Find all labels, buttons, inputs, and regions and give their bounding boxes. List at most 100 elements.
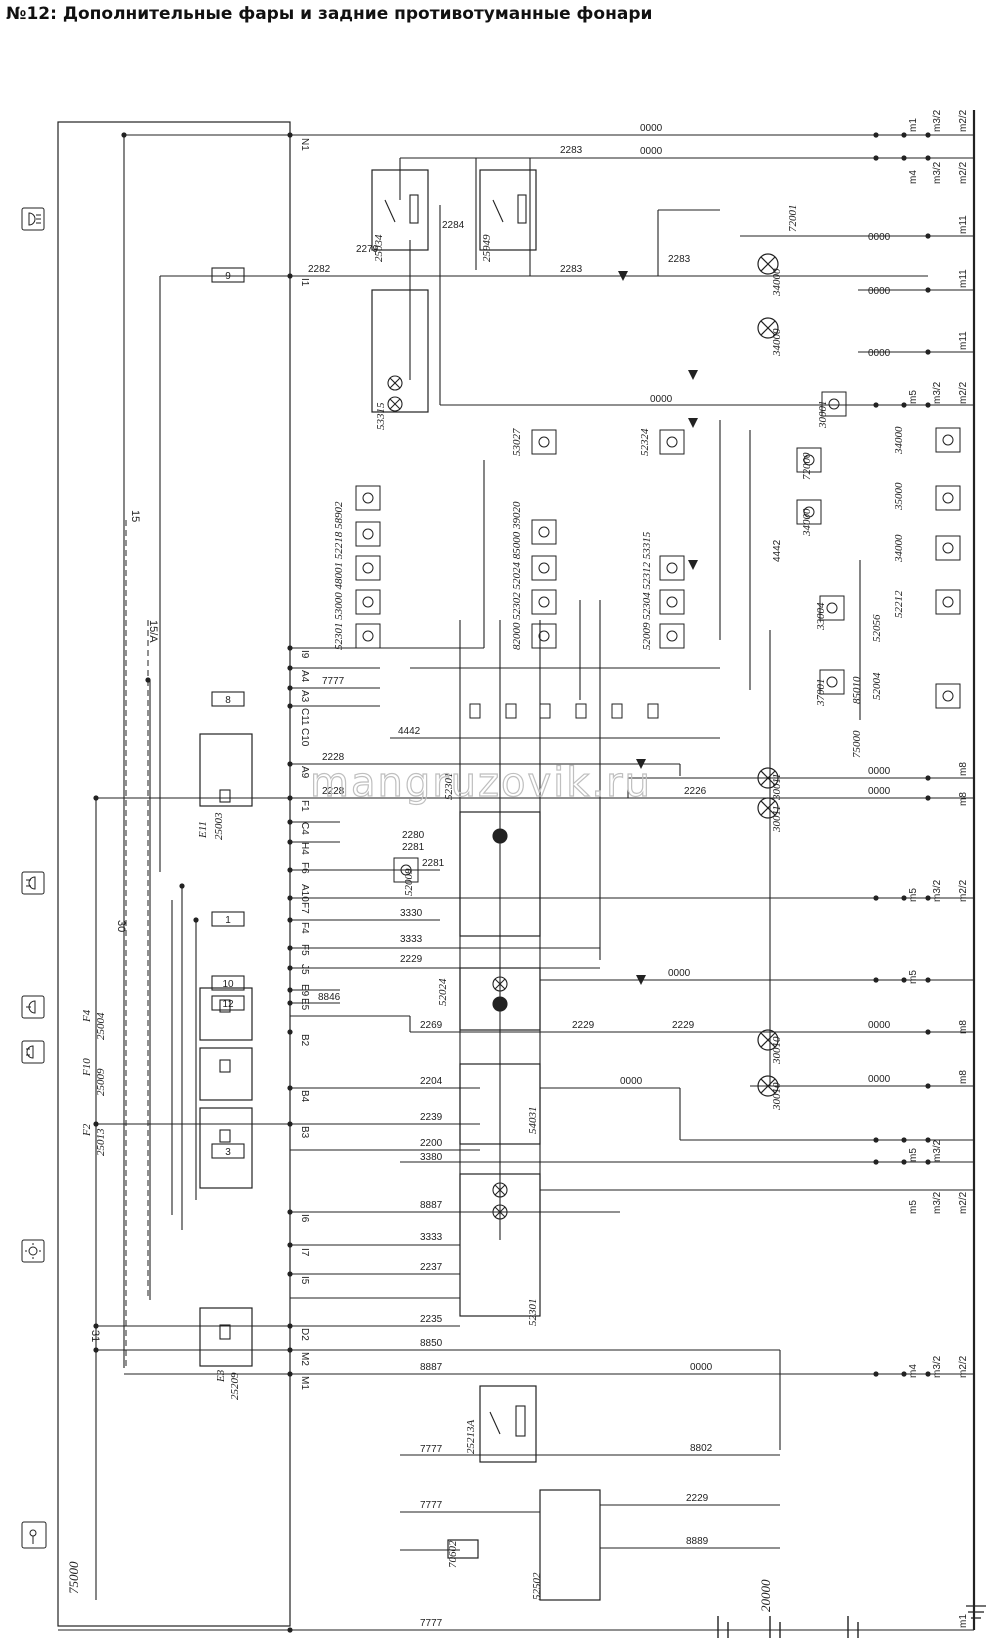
- fuse-9: [211, 267, 245, 283]
- lamp-label: 30011: [771, 773, 783, 801]
- control-unit-75000: [57, 121, 291, 1627]
- wire-15-label: 15: [129, 510, 141, 522]
- wire-label: 4442: [398, 726, 421, 737]
- wire-label: 2204: [420, 1076, 443, 1087]
- small-fuse-stack: [390, 703, 720, 739]
- lamp-label: 34000: [893, 534, 905, 563]
- wire-label: 2226: [684, 786, 707, 797]
- relay-label: 25003: [213, 812, 225, 840]
- pin-label: A10: [299, 884, 310, 902]
- switch-53315: [371, 289, 429, 413]
- wire-label: 2200: [420, 1138, 443, 1149]
- wire-label: 2283: [668, 254, 691, 265]
- wire-label: 3330: [400, 908, 423, 919]
- switch-label: 52301: [443, 773, 455, 801]
- wire-label: 8802: [690, 1443, 713, 1454]
- lamp-module-grid: [355, 429, 685, 649]
- switch-label: 52301: [527, 1299, 539, 1327]
- fuse-label: 1: [225, 915, 231, 926]
- ground-label: m3/2: [932, 381, 943, 404]
- wire-label: 2283: [560, 145, 583, 156]
- wire-label: 0000: [868, 348, 891, 359]
- fuse-label: 9: [225, 271, 231, 282]
- relay-label: 25034: [373, 234, 385, 262]
- switch-label: 52024: [437, 978, 449, 1006]
- ground-symbol: [966, 1605, 986, 1619]
- switch-52301: [459, 1173, 541, 1317]
- pin-label: A9: [299, 766, 310, 779]
- pin-label: C10: [299, 728, 310, 747]
- ground-label: m8: [958, 1070, 969, 1084]
- ground-label: m4: [908, 1364, 919, 1378]
- pin-label: F1: [299, 800, 310, 812]
- component-labels: 25034 25949 25003 E11 25004 F4 25009 F10…: [66, 205, 905, 1613]
- lamp-row-label: 82000 52302 52024 85000 39020: [511, 501, 523, 650]
- wire-label: 0000: [640, 146, 663, 157]
- wire-label: 2228: [322, 752, 345, 763]
- lamp-label: 85010: [851, 676, 863, 704]
- ground-label: m8: [958, 792, 969, 806]
- wire-label: 3333: [400, 934, 423, 945]
- sidebar-icons: [21, 207, 47, 1549]
- wire-label: 0000: [868, 786, 891, 797]
- pin-label: J5: [299, 964, 310, 975]
- relay-25209: [199, 1307, 253, 1367]
- rear-fog-icon: [21, 1040, 45, 1064]
- ground-label: m3/2: [932, 1139, 943, 1162]
- switch-label: 70602: [447, 1540, 459, 1568]
- lamp-label: 52056: [871, 614, 883, 642]
- ground-label: m5: [908, 1148, 919, 1162]
- lamp-label: 75000: [851, 730, 863, 758]
- wire-31-label: 31: [89, 1330, 101, 1342]
- ground-label: m3/2: [932, 1191, 943, 1214]
- pin-label: F4: [299, 922, 310, 934]
- ground-label: m1: [958, 1614, 969, 1628]
- wire-label: 2229: [400, 954, 423, 965]
- fuse-1: [211, 911, 245, 927]
- ground-label: m11: [958, 215, 969, 234]
- fuse-label: 12: [222, 999, 234, 1010]
- wire-15a-label: 15/A: [147, 620, 159, 643]
- wire-label: 2269: [420, 1020, 443, 1031]
- wire-label: 8887: [420, 1200, 443, 1211]
- relay-tag: F4: [81, 1009, 93, 1023]
- lamp-label: 72001: [787, 205, 799, 233]
- wire-label: 3333: [420, 1232, 443, 1243]
- switch-54031: [459, 1063, 541, 1145]
- pin-label: F7: [299, 902, 310, 914]
- vertical-wires: [95, 158, 861, 1600]
- junction-dots: [93, 132, 931, 1633]
- ground-label: m5: [908, 970, 919, 984]
- wire-label: 0000: [650, 394, 673, 405]
- lamp-label: 52212: [893, 590, 905, 618]
- wire-label: 0000: [868, 766, 891, 777]
- fuse-10: [211, 975, 245, 991]
- relay-25034: [371, 169, 429, 251]
- unit-label: 75000: [66, 1561, 81, 1594]
- dashed-wires: [125, 520, 149, 1370]
- lamp-label: 30001: [817, 401, 829, 430]
- ground-label: m3/2: [932, 879, 943, 902]
- wire-label: 0000: [668, 968, 691, 979]
- wire-number-labels: 0000 2283 0000 2282 2283 2279 2284 0000 …: [308, 123, 891, 1629]
- wire-label: 8850: [420, 1338, 443, 1349]
- connector-pin-labels: N1 I1 I9 A4 A3 C11 C10 A9 F1 C4 H4 F6 A1…: [299, 138, 310, 1390]
- switch-52301-top: [459, 811, 541, 937]
- fuse-label: 8: [225, 695, 231, 706]
- pin-label: C11: [299, 708, 310, 726]
- pin-label: I5: [299, 1276, 310, 1285]
- ground-label: m3/2: [932, 109, 943, 132]
- lamp-label: 52004: [871, 672, 883, 700]
- pin-label: E9: [299, 984, 310, 997]
- relay-25213A: [479, 1385, 537, 1463]
- relay-25009: [199, 1047, 253, 1101]
- wire-label: 2229: [672, 1020, 695, 1031]
- fuse-3: [211, 1143, 245, 1159]
- wire-label: 7777: [322, 676, 345, 687]
- wire-label: 0000: [868, 232, 891, 243]
- pin-label: I7: [299, 1248, 310, 1257]
- wire-label: 2284: [442, 220, 465, 231]
- ground-labels: m1 m3/2 m2/2 m4 m3/2 m2/2 m11 m11 m11 m5…: [908, 109, 969, 1628]
- wire-label: 2282: [308, 264, 331, 275]
- relay-25003: [199, 733, 253, 807]
